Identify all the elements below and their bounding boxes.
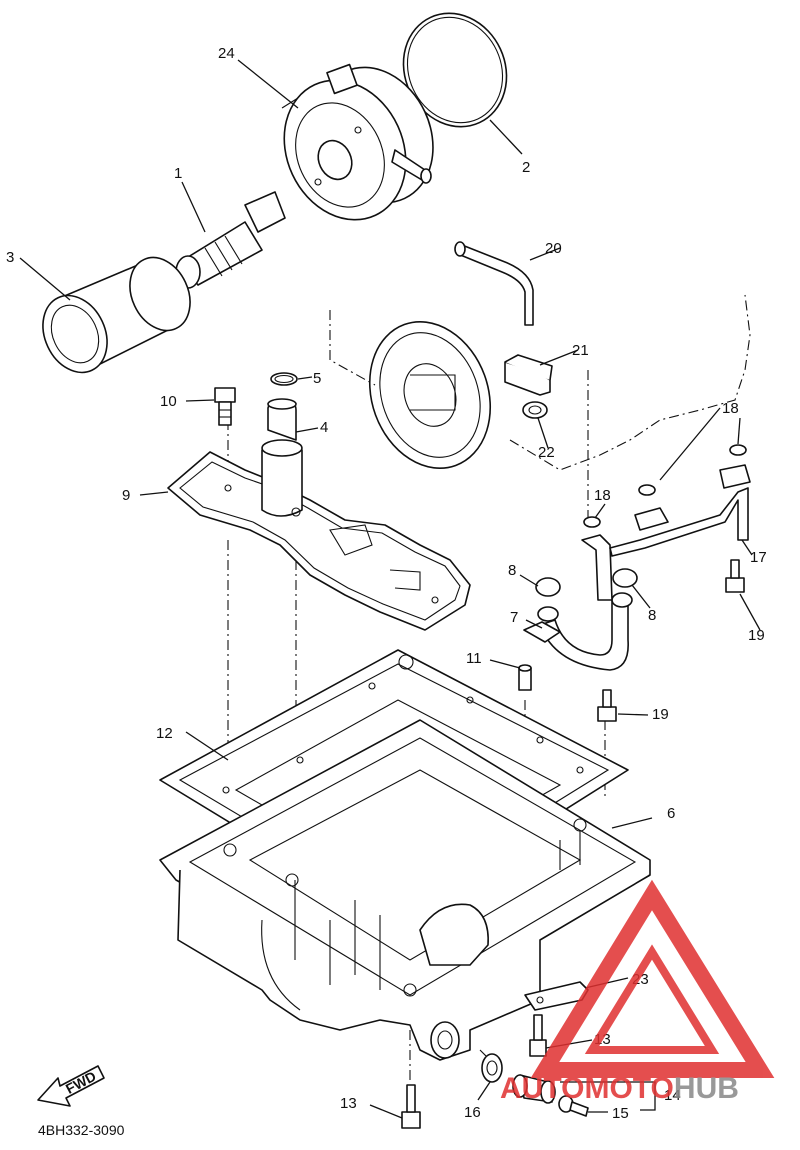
watermark-moto: MOTO xyxy=(584,1072,673,1105)
callout-10: 10 xyxy=(160,393,177,410)
callout-8-left: 8 xyxy=(508,562,516,579)
callout-8-right: 8 xyxy=(648,607,656,624)
o-ring-8-right xyxy=(612,568,638,588)
clip xyxy=(522,401,548,419)
callout-5: 5 xyxy=(313,370,321,387)
callout-24: 24 xyxy=(218,45,235,62)
o-ring-large xyxy=(402,12,508,128)
oil-strainer xyxy=(368,320,492,470)
callout-12: 12 xyxy=(156,725,173,742)
dowel-pin xyxy=(518,664,532,691)
callout-7: 7 xyxy=(510,609,518,626)
callout-6: 6 xyxy=(667,805,675,822)
bolt-19-lower xyxy=(597,689,617,722)
cover-gasket xyxy=(167,451,471,631)
callout-19-right: 19 xyxy=(748,627,765,644)
svg-text:AUTOMOTOHUB: AUTOMOTOHUB xyxy=(500,1072,739,1105)
callout-17: 17 xyxy=(750,549,767,566)
callout-14: 14 xyxy=(664,1087,681,1104)
o-ring-small xyxy=(270,372,298,386)
callout-22: 22 xyxy=(538,444,555,461)
callout-21: 21 xyxy=(572,342,589,359)
oil-pan xyxy=(159,719,651,1061)
oil-filter xyxy=(42,256,191,374)
union-bolt xyxy=(175,191,286,289)
automotohub-watermark: AUTOMOTOHUB xyxy=(500,879,775,1105)
figure-code: 4BH332-3090 xyxy=(38,1122,125,1138)
drain-washer xyxy=(481,1053,503,1083)
bolt-10 xyxy=(214,387,236,426)
screw xyxy=(558,1095,589,1117)
bolt-13-right xyxy=(529,1014,547,1057)
callout-3: 3 xyxy=(6,249,14,266)
leader-lines xyxy=(19,59,761,1119)
o-ring-18-c xyxy=(729,444,747,456)
o-ring-18-b xyxy=(638,484,656,496)
fwd-arrow xyxy=(37,1065,105,1107)
o-ring-8-left xyxy=(535,577,561,597)
fwd-label: FWD xyxy=(63,1068,99,1097)
bolt-19-right xyxy=(725,559,745,593)
callout-20: 20 xyxy=(545,240,562,257)
callout-11: 11 xyxy=(466,650,482,667)
callout-9: 9 xyxy=(122,487,130,504)
callout-2: 2 xyxy=(522,159,530,176)
callout-15: 15 xyxy=(612,1105,629,1122)
callout-13-bottom: 13 xyxy=(340,1095,357,1112)
oil-cooler xyxy=(281,63,434,221)
callout-19-lower: 19 xyxy=(652,706,669,723)
oil-pipe xyxy=(454,241,534,326)
damper xyxy=(504,354,553,396)
o-ring-18-a xyxy=(583,516,601,528)
drain-plug xyxy=(512,1074,556,1104)
callout-16: 16 xyxy=(464,1104,481,1121)
watermark-hub: HUB xyxy=(674,1072,739,1105)
triangle-logo-icon xyxy=(530,879,775,1078)
callout-4: 4 xyxy=(320,419,328,436)
relief-valve xyxy=(261,398,303,517)
watermark-auto: AUTO xyxy=(500,1072,584,1105)
callout-1: 1 xyxy=(174,165,182,182)
callout-18-top: 18 xyxy=(722,400,739,417)
oil-delivery-pipe-7 xyxy=(523,592,633,671)
bolt-13-bottom xyxy=(401,1084,421,1129)
callout-18-mid: 18 xyxy=(594,487,611,504)
oil-delivery-pipe-17 xyxy=(581,464,751,601)
